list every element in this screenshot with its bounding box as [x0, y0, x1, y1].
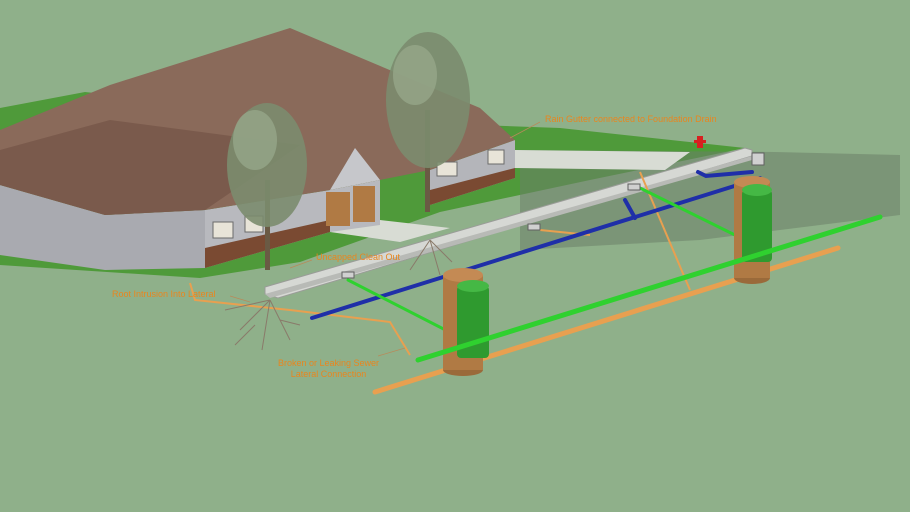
window-4: [487, 149, 505, 165]
storm-pipe-blue: [310, 170, 762, 320]
roof-shade: [0, 120, 300, 215]
tree-left: [227, 103, 307, 270]
clean-out-caps: [341, 152, 765, 279]
sewer-main-pipe: [415, 214, 883, 363]
annotation-rain-gutter: Rain Gutter connected to Foundation Drai…: [545, 114, 717, 124]
fire-hydrant-icon: [694, 136, 706, 148]
annotation-broken-lateral-line2: Lateral Connection: [290, 369, 367, 379]
road-slab-edge: [265, 156, 752, 298]
tree-right: [386, 32, 470, 212]
annotation-uncapped-clean-out: Uncapped Clean Out: [316, 252, 401, 262]
garage-door-left: [326, 192, 350, 226]
driveway-right: [515, 150, 690, 170]
roof-gable: [330, 148, 380, 190]
manhole-right: [734, 176, 772, 284]
annotation-root-intrusion: Root Intrusion Into Lateral: [112, 289, 216, 299]
callout-leaders: [229, 121, 541, 357]
window-3: [436, 161, 458, 177]
window-1: [212, 221, 234, 239]
annotation-broken-lateral: Broken or Leaking Sewer Lateral Connecti…: [278, 358, 379, 380]
house-siding-left: [0, 185, 205, 270]
tree-roots: [224, 239, 453, 351]
annotation-broken-lateral-line1: Broken or Leaking Sewer: [278, 358, 380, 368]
manhole-left: [443, 268, 489, 376]
brick-base-right: [430, 168, 515, 205]
garage-door-right: [353, 186, 375, 222]
